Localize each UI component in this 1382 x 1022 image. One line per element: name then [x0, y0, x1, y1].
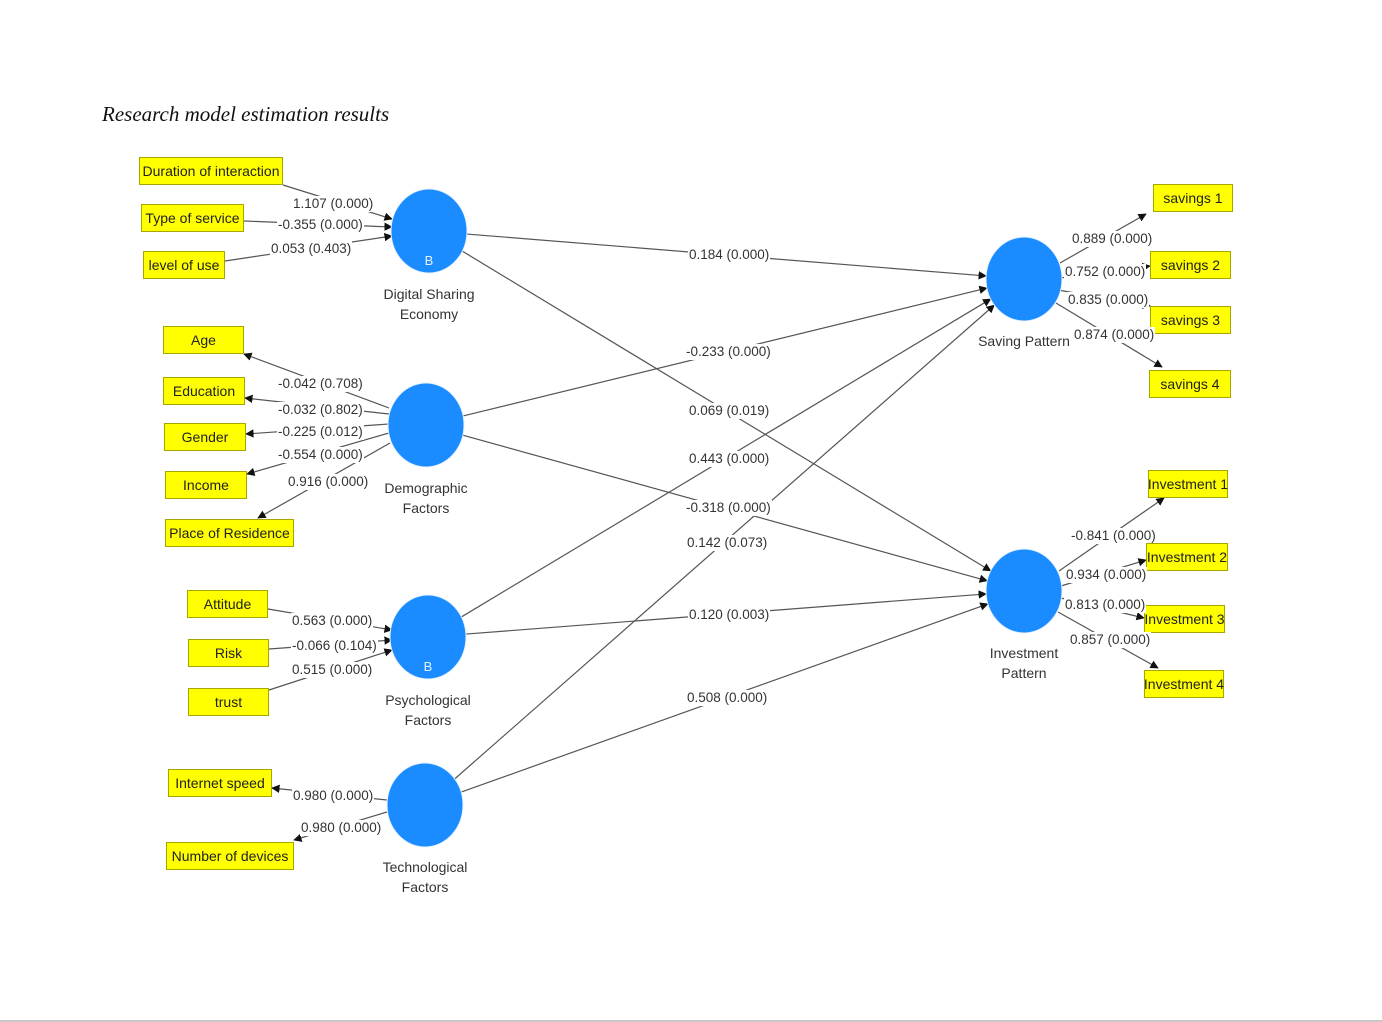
- indicator-box[interactable]: level of use: [143, 251, 225, 279]
- loading-label: 0.980 (0.000): [300, 820, 383, 836]
- path-coefficient-label: 0.443 (0.000): [688, 451, 771, 467]
- loading-label: 0.889 (0.000): [1071, 231, 1154, 247]
- latent-construct-save[interactable]: [985, 236, 1063, 322]
- loading-label: 0.053 (0.403): [270, 241, 353, 257]
- indicator-box[interactable]: Investment 2: [1146, 543, 1228, 571]
- indicator-box[interactable]: Education: [163, 377, 245, 405]
- indicator-box[interactable]: Risk: [188, 639, 269, 667]
- loading-label: 0.813 (0.000): [1064, 597, 1147, 613]
- loading-label: -0.554 (0.000): [277, 447, 364, 463]
- loading-label: 0.563 (0.000): [291, 613, 374, 629]
- latent-construct-psych[interactable]: [389, 594, 467, 680]
- indicator-box[interactable]: Type of service: [141, 204, 244, 232]
- path-coefficient-label: -0.233 (0.000): [685, 344, 772, 360]
- path-coefficient-label: 0.184 (0.000): [688, 247, 771, 263]
- latent-construct-inv[interactable]: [985, 548, 1063, 634]
- loading-label: 0.980 (0.000): [292, 788, 375, 804]
- loading-label: -0.042 (0.708): [277, 376, 364, 392]
- loading-label: -0.066 (0.104): [291, 638, 378, 654]
- indicator-box[interactable]: savings 4: [1149, 370, 1231, 398]
- indicator-box[interactable]: Number of devices: [166, 842, 294, 870]
- indicator-box[interactable]: Income: [165, 471, 247, 499]
- path-coefficient-label: -0.318 (0.000): [685, 500, 772, 516]
- indicator-box[interactable]: Investment 1: [1148, 470, 1228, 498]
- latent-construct-dse[interactable]: [390, 188, 468, 274]
- indicator-box[interactable]: Place of Residence: [165, 519, 294, 547]
- path-coefficient-label: 0.120 (0.003): [688, 607, 771, 623]
- path-coefficient-label: 0.069 (0.019): [688, 403, 771, 419]
- latent-label: Digital Sharing Economy: [383, 286, 475, 322]
- bottom-divider: [0, 1020, 1382, 1022]
- loading-label: 0.857 (0.000): [1069, 632, 1152, 648]
- indicator-box[interactable]: savings 3: [1150, 306, 1231, 334]
- latent-construct-demo[interactable]: [387, 382, 465, 468]
- loading-label: -0.225 (0.012): [277, 424, 364, 440]
- indicator-box[interactable]: Gender: [164, 423, 246, 451]
- indicator-box[interactable]: Investment 4: [1144, 670, 1224, 698]
- figure-title: Research model estimation results: [102, 102, 390, 126]
- indicator-box[interactable]: Attitude: [187, 590, 268, 618]
- formative-mark: B: [424, 659, 433, 674]
- latent-label: Psychological Factors: [385, 692, 471, 728]
- indicator-box[interactable]: savings 1: [1153, 184, 1233, 212]
- latent-label: Saving Pattern: [978, 333, 1070, 349]
- loading-label: 0.835 (0.000): [1067, 292, 1150, 308]
- formative-mark: B: [425, 253, 434, 268]
- indicator-box[interactable]: Investment 3: [1144, 605, 1225, 633]
- indicator-box[interactable]: Internet speed: [168, 769, 272, 797]
- loading-label: 0.916 (0.000): [287, 474, 370, 490]
- loading-label: -0.841 (0.000): [1070, 528, 1157, 544]
- path-coefficient-label: 0.142 (0.073): [686, 535, 769, 551]
- loading-label: 0.934 (0.000): [1065, 567, 1148, 583]
- loading-label: 0.874 (0.000): [1073, 327, 1156, 343]
- latent-construct-tech[interactable]: [386, 762, 464, 848]
- indicator-box[interactable]: Age: [163, 326, 244, 354]
- path-coefficient-label: 0.508 (0.000): [686, 690, 769, 706]
- loading-label: 0.515 (0.000): [291, 662, 374, 678]
- loading-label: -0.355 (0.000): [277, 217, 364, 233]
- indicator-box[interactable]: savings 2: [1150, 251, 1231, 279]
- indicator-box[interactable]: trust: [188, 688, 269, 716]
- latent-label: Demographic Factors: [384, 480, 468, 516]
- loading-label: 0.752 (0.000): [1064, 264, 1147, 280]
- loading-label: -0.032 (0.802): [277, 402, 364, 418]
- loading-label: 1.107 (0.000): [292, 196, 375, 212]
- indicator-box[interactable]: Duration of interaction: [139, 157, 283, 185]
- latent-label: Investment Pattern: [989, 645, 1059, 681]
- latent-label: Technological Factors: [382, 859, 468, 895]
